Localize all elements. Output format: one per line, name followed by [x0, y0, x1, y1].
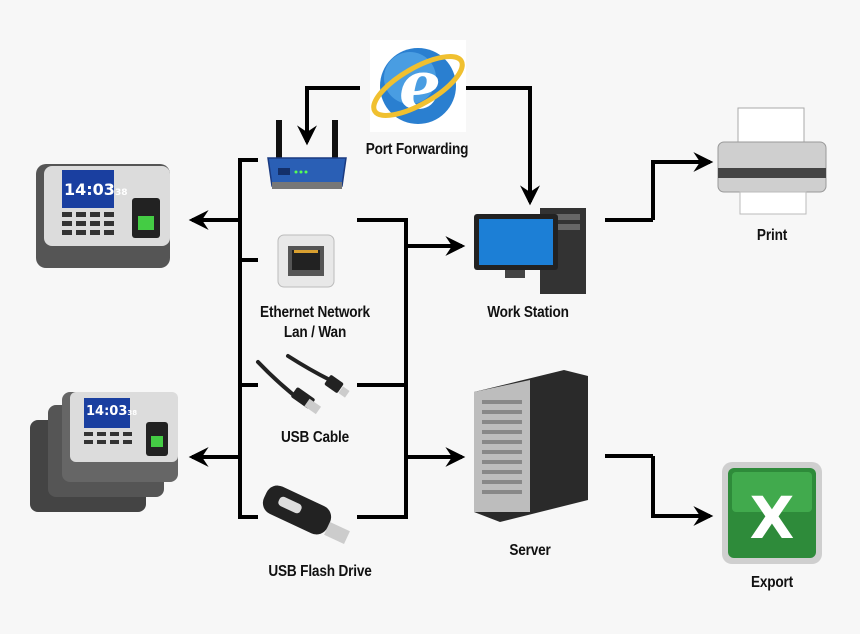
clock-display-time: 14:0338: [64, 180, 128, 199]
ethernet-port-icon: [277, 234, 335, 288]
router-icon: [267, 120, 347, 189]
label-usb-flash-drive: USB Flash Drive: [268, 563, 372, 580]
middle-bracket-line: [357, 218, 408, 519]
arrow-to-print: [651, 152, 714, 220]
left-bracket-line: [238, 158, 258, 519]
server-tower-icon: [474, 370, 588, 522]
internet-explorer-icon: e: [370, 40, 466, 132]
arrow-ie-to-workstation: [465, 86, 540, 206]
printer-icon: [717, 107, 827, 215]
time-clock-device-icon: [36, 164, 170, 268]
clock-display-seconds: 38: [114, 188, 128, 198]
usb-cable-icon: [256, 354, 350, 415]
label-port-forwarding: Port Forwarding: [365, 141, 469, 158]
usb-flash-drive-icon: [262, 485, 350, 544]
label-lan-wan: Lan / Wan: [283, 324, 347, 341]
label-export: Export: [750, 574, 794, 591]
clock-stack-display-time: 14:0338: [86, 404, 138, 419]
label-ethernet-network: Ethernet Network: [260, 304, 370, 321]
arrow-ie-to-router: [297, 86, 360, 146]
label-print: Print: [756, 227, 788, 244]
excel-export-icon: X: [722, 462, 822, 564]
svg-text:X: X: [750, 484, 795, 552]
label-usb-cable: USB Cable: [281, 429, 349, 446]
clock-stack-display-seconds: 38: [127, 409, 138, 417]
label-work-station: Work Station: [487, 304, 569, 321]
workstation-computer-icon: [474, 208, 586, 294]
label-server: Server: [509, 542, 551, 559]
arrow-to-export: [651, 456, 714, 526]
time-clock-stack-icon: [30, 392, 178, 512]
